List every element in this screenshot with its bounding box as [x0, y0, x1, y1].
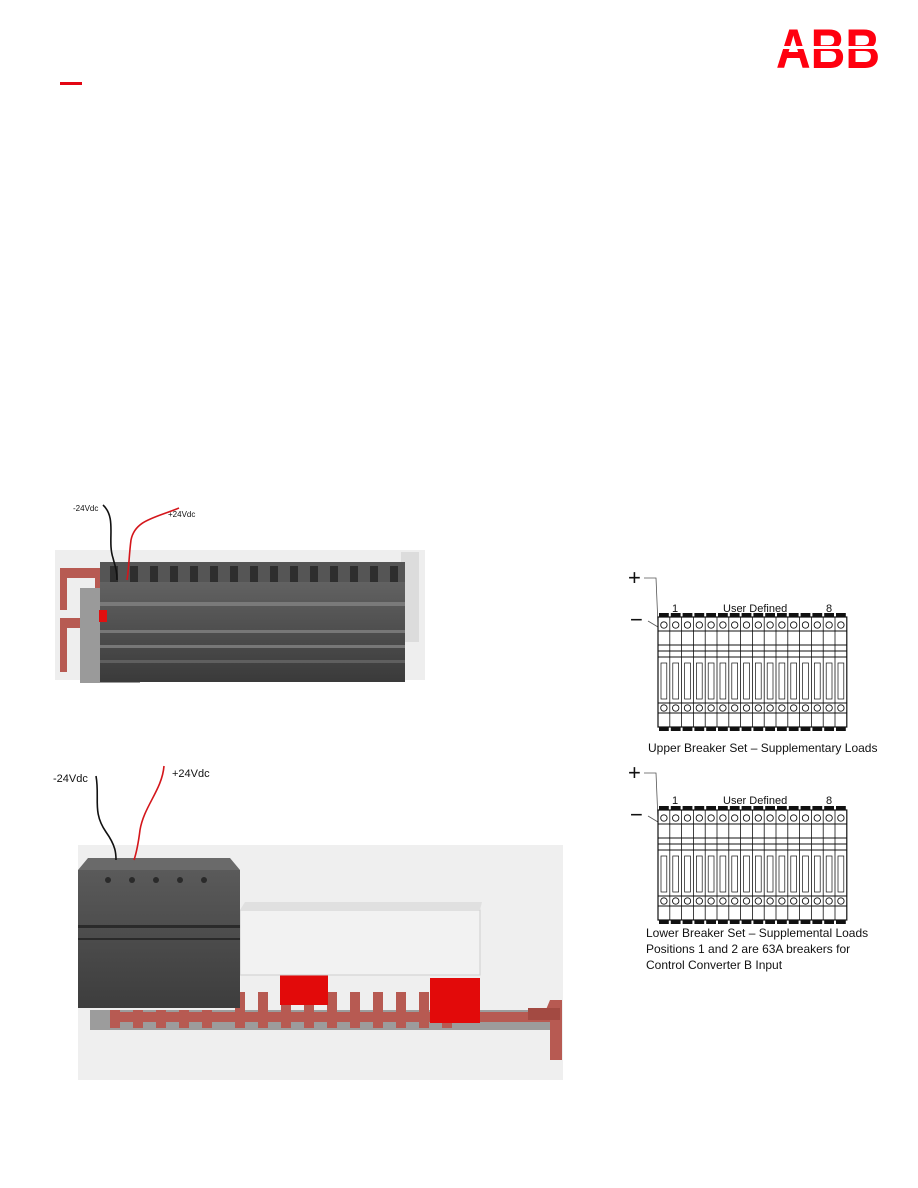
position-1-label: 1	[672, 603, 678, 615]
position-8-label: 8	[826, 795, 832, 807]
plus-sign: +	[628, 760, 641, 785]
lower-breaker-photo: -24Vdc +24Vdc	[50, 760, 565, 1082]
lower-diagram-caption-line-1: Lower Breaker Set – Supplemental Loads	[646, 926, 869, 940]
minus-sign: −	[630, 607, 643, 632]
accent-dash	[60, 82, 82, 85]
upper-breaker-diagram: + − 1 User Defined 8 Upper Breaker Set –…	[628, 565, 877, 755]
neg-24vdc-label: -24Vdc	[73, 504, 98, 513]
lower-diagram-caption-line-2: Positions 1 and 2 are 63A breakers for	[646, 942, 851, 956]
position-8-label: 8	[826, 603, 832, 615]
lower-diagram-caption-line-3: Control Converter B Input	[646, 958, 783, 972]
abb-logo: ABB	[776, 17, 882, 80]
neg-24vdc-label: -24Vdc	[53, 773, 88, 785]
pos-24vdc-label: +24Vdc	[172, 768, 210, 780]
pos-24vdc-label: +24Vdc	[168, 510, 195, 519]
lower-breaker-diagram: + − 1 User Defined 8 Lower Breaker Set –…	[628, 760, 868, 972]
upper-diagram-caption: Upper Breaker Set – Supplementary Loads	[648, 741, 878, 755]
user-defined-label: User Defined	[723, 603, 787, 615]
user-defined-label: User Defined	[723, 795, 787, 807]
position-1-label: 1	[672, 795, 678, 807]
upper-breaker-photo: -24Vdc +24Vdc	[55, 500, 435, 690]
plus-sign: +	[628, 565, 641, 590]
minus-sign: −	[630, 802, 643, 827]
